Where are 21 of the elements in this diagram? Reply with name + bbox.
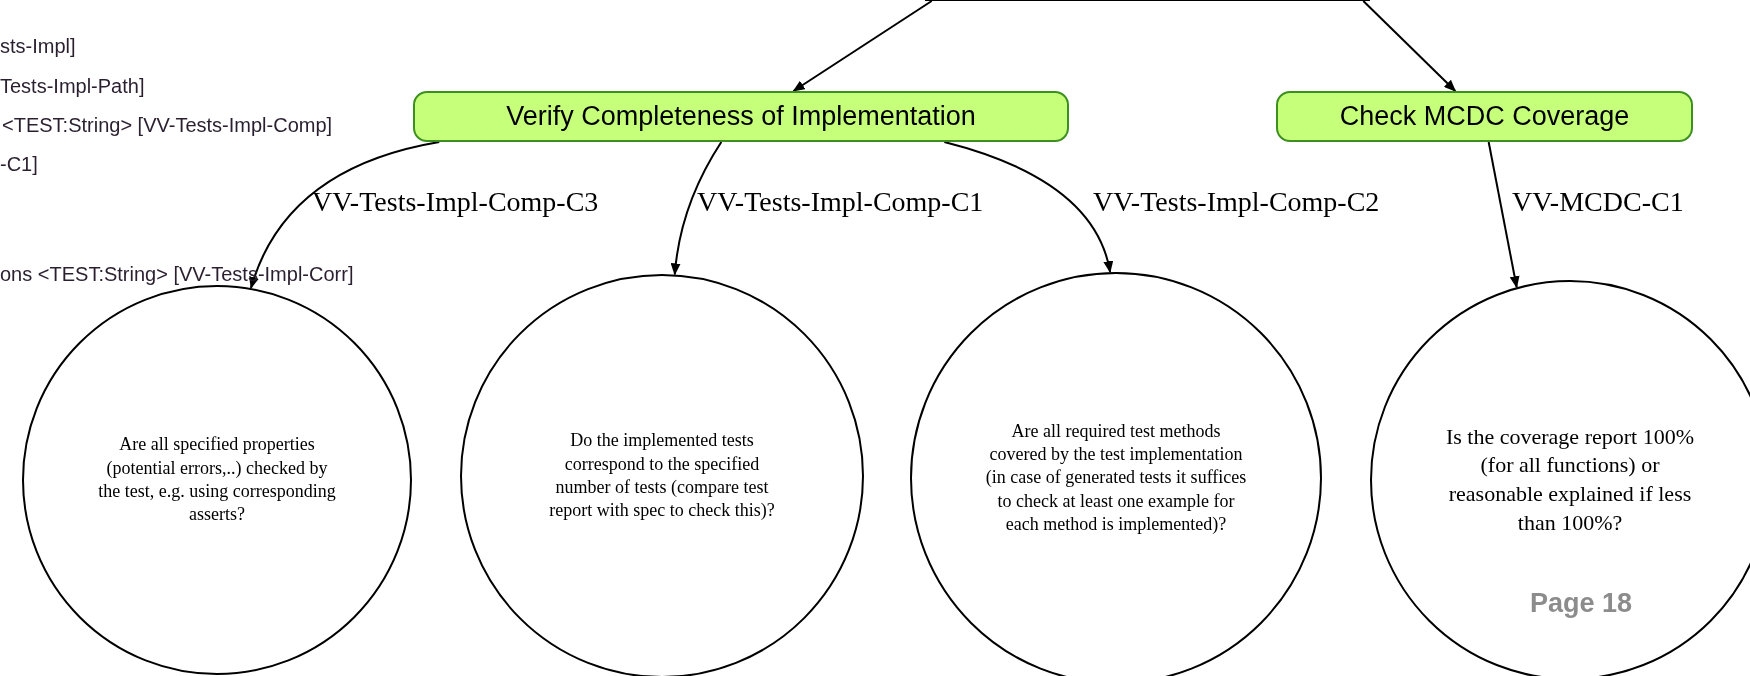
arrow — [792, 0, 933, 92]
arrow — [1487, 141, 1520, 289]
process-box: Verify Completeness of Implementation — [413, 91, 1069, 142]
question-text: Are all specified properties (potential errors,..) checked by the test, e.g. using corresponding asserts? — [97, 433, 337, 527]
arrow — [943, 141, 1113, 274]
arrow — [249, 141, 441, 289]
question-text: Is the coverage report 100% (for all functions) or reasonable explained if less than 100%? — [1445, 422, 1695, 537]
edge-label: VV-Tests-Impl-Comp-C2 — [1093, 188, 1380, 216]
question-text: Are all required test methods covered by the test implementation (in case of generated tests it suffices to check at least one example for each method is implemented)? — [984, 419, 1248, 537]
arrow — [1362, 0, 1457, 92]
code-text: <TEST:String> [VV-Tests-Impl-Comp] — [2, 115, 333, 135]
page-number: Page 18 — [1530, 590, 1633, 617]
code-text: Tests-Impl-Path] — [0, 76, 145, 96]
question-text: Do the implemented tests correspond to the specified number of tests (compare test report with spec to check this)? — [548, 429, 776, 523]
arrow — [670, 141, 723, 276]
code-text: sts-Impl] — [0, 36, 76, 56]
edge-label: VV-Tests-Impl-Comp-C3 — [312, 188, 599, 216]
code-text: -C1] — [0, 154, 38, 174]
edge-label: VV-Tests-Impl-Comp-C1 — [697, 188, 984, 216]
edge-label: VV-MCDC-C1 — [1512, 188, 1684, 216]
process-box: Check MCDC Coverage — [1276, 91, 1693, 142]
